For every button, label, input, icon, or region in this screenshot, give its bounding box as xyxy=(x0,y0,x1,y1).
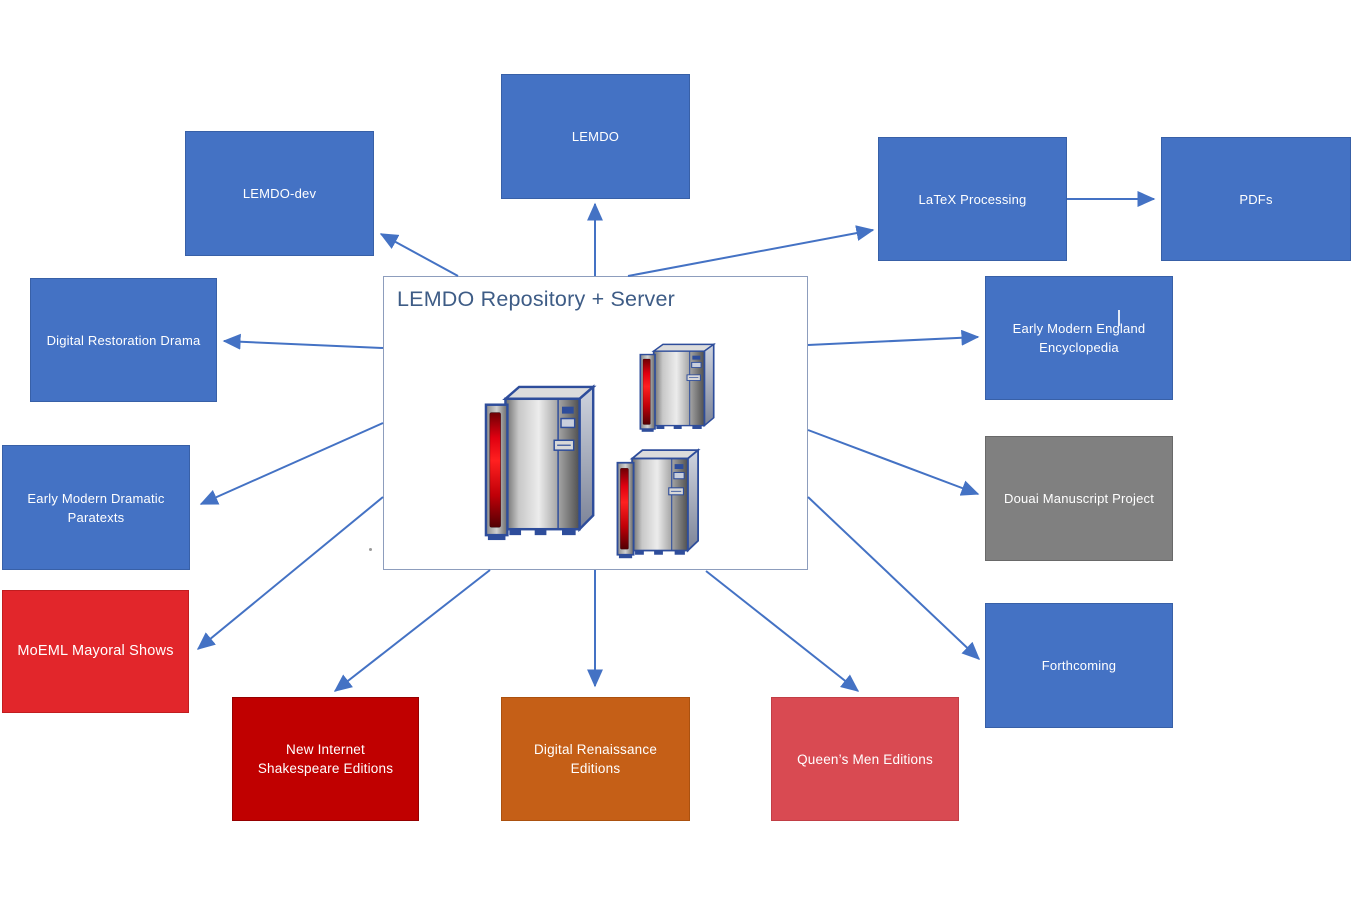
node-queens-men-editions: Queen’s Men Editions xyxy=(771,697,959,821)
arrow-center-to-douai-manuscript-project xyxy=(807,429,980,496)
center-box-title: LEMDO Repository + Server xyxy=(397,287,676,311)
arrow-center-to-digital-restoration-drama xyxy=(222,333,384,350)
node-forthcoming: Forthcoming xyxy=(985,603,1173,728)
server-tower-icon xyxy=(639,343,715,433)
arrow-center-to-latex-processing xyxy=(627,225,875,277)
node-label: Forthcoming xyxy=(1041,658,1117,673)
arrow-center-to-queens-men-editions xyxy=(705,570,860,692)
node-label: New Internet Shakespeare Editions xyxy=(257,742,394,776)
node-label: Digital Restoration Drama xyxy=(46,332,201,348)
node-label: Douai Manuscript Project xyxy=(1003,491,1155,506)
arrow-center-to-moeml-mayoral-shows xyxy=(196,496,384,650)
arrow-center-to-forthcoming xyxy=(807,496,981,660)
server-tower-icon xyxy=(484,385,595,542)
node-new-internet-shakespeare-editions: New Internet Shakespeare Editions xyxy=(232,697,419,821)
node-label: Digital Renaissance Editions xyxy=(533,742,658,776)
node-label: Early Modern Dramatic Paratexts xyxy=(27,490,165,525)
node-lemdo: LEMDO xyxy=(501,74,690,199)
node-early-modern-england-encyclopedia: Early Modern England Encyclopedia xyxy=(985,276,1173,400)
node-label: LEMDO xyxy=(571,129,620,144)
node-label: MoEML Mayoral Shows xyxy=(17,643,174,659)
node-latex-processing: LaTeX Processing xyxy=(878,137,1067,261)
node-douai-manuscript-project: Douai Manuscript Project xyxy=(985,436,1173,561)
arrow-center-to-new-internet-shakespeare-editions xyxy=(333,569,491,692)
node-lemdo-repository-server: LEMDO Repository + Server xyxy=(383,276,808,570)
arrow-center-to-early-modern-england-encyclopedia xyxy=(807,329,980,346)
node-label: PDFs xyxy=(1239,191,1273,207)
node-label: LEMDO-dev xyxy=(242,186,317,201)
node-moeml-mayoral-shows: MoEML Mayoral Shows xyxy=(2,590,189,713)
node-label: LaTeX Processing xyxy=(918,191,1027,207)
server-tower-icon xyxy=(616,449,700,560)
node-pdfs: PDFs xyxy=(1161,137,1351,261)
node-label: Queen’s Men Editions xyxy=(797,751,933,767)
stray-dot-artifact xyxy=(369,548,372,551)
node-digital-renaissance-editions: Digital Renaissance Editions xyxy=(501,697,690,821)
server-towers-illustration xyxy=(484,343,715,560)
text-cursor-artifact xyxy=(1118,310,1120,326)
node-digital-restoration-drama: Digital Restoration Drama xyxy=(30,278,217,402)
arrow-center-to-early-modern-dramatic-paratexts xyxy=(199,422,384,505)
node-lemdo-dev: LEMDO-dev xyxy=(185,131,374,256)
arrow-center-to-lemdo-dev xyxy=(379,233,459,277)
node-label: Early Modern England Encyclopedia xyxy=(1012,321,1146,355)
node-early-modern-dramatic-paratexts: Early Modern Dramatic Paratexts xyxy=(2,445,190,570)
